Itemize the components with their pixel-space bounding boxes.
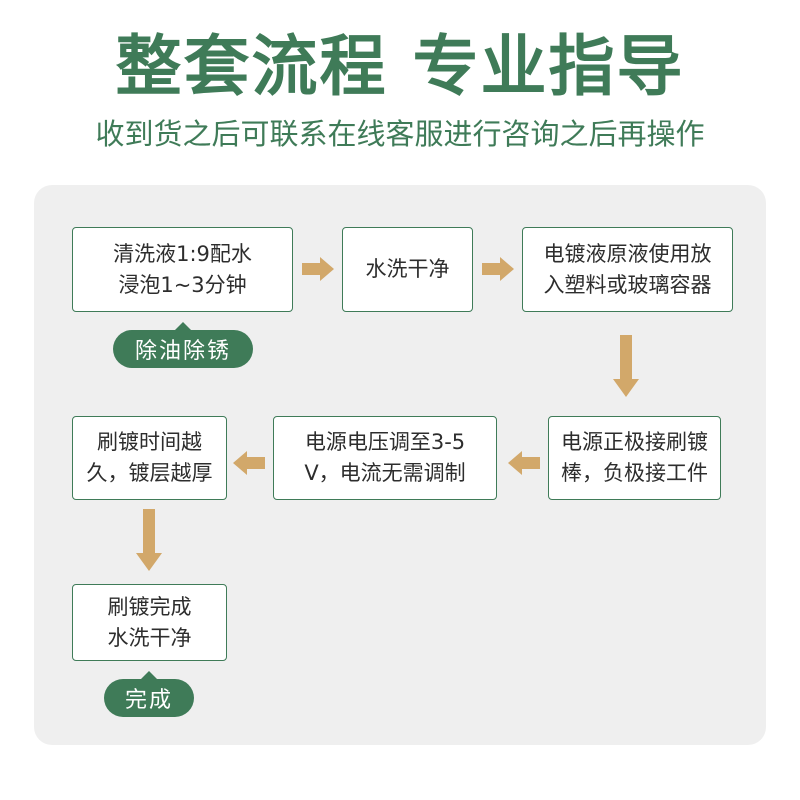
- step-line: 电源电压调至3-5: [304, 430, 466, 454]
- step-line: 水洗干净: [365, 257, 450, 281]
- arrow-left-icon: [508, 451, 540, 475]
- step-clean-soak: 清洗液1:9配水浸泡1~3分钟: [72, 227, 293, 312]
- arrow-down-icon: [136, 509, 162, 571]
- tag-done: 完成: [104, 671, 194, 717]
- step-line: V，电流无需调制: [304, 461, 466, 485]
- step-plating-solution: 电镀液原液使用放入塑料或玻璃容器: [522, 227, 733, 312]
- page-subtitle: 收到货之后可联系在线客服进行咨询之后再操作: [95, 117, 705, 151]
- step-connect-electrodes: 电源正极接刷镀棒，负极接工件: [548, 416, 721, 500]
- step-line: 电镀液原液使用放: [543, 241, 712, 266]
- tag-degrease: 除油除锈: [113, 322, 253, 368]
- step-line: 清洗液1:9配水: [113, 241, 252, 266]
- step-line: 刷镀时间越: [97, 430, 202, 454]
- arrow-right-icon: [302, 257, 334, 281]
- step-plating-time: 刷镀时间越久，镀层越厚: [72, 416, 227, 500]
- page-title: 整套流程 专业指导: [115, 28, 685, 105]
- step-finish-rinse: 刷镀完成水洗干净: [72, 584, 227, 661]
- step-line: 入塑料或玻璃容器: [543, 272, 712, 297]
- arrow-right-icon: [482, 257, 514, 281]
- arrow-down-icon: [613, 335, 639, 397]
- step-line: 棒，负极接工件: [561, 461, 708, 485]
- step-rinse: 水洗干净: [342, 227, 473, 312]
- step-line: 浸泡1~3分钟: [118, 272, 247, 297]
- step-line: 电源正极接刷镀: [561, 430, 708, 454]
- step-line: 久，镀层越厚: [86, 461, 213, 485]
- step-line: 刷镀完成: [107, 594, 192, 619]
- arrow-left-icon: [233, 451, 265, 475]
- step-line: 水洗干净: [107, 625, 192, 650]
